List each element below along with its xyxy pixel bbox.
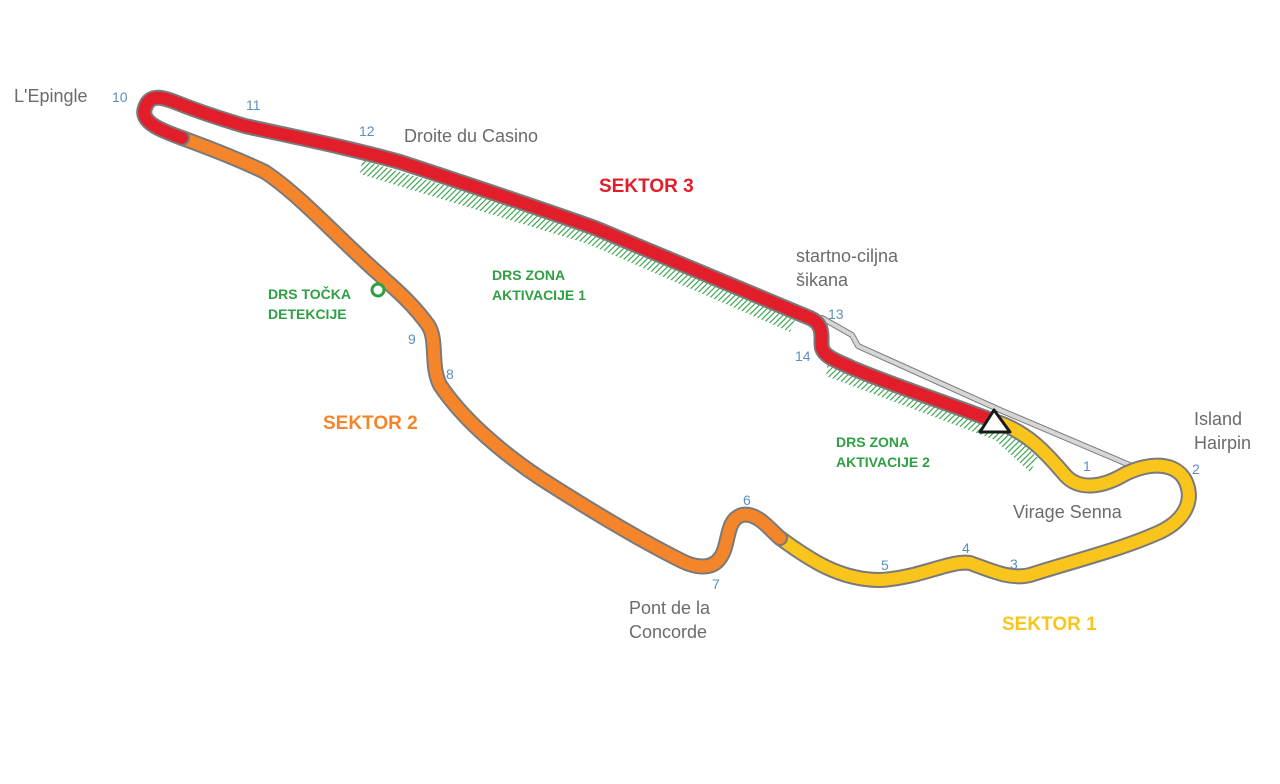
label-drs-detection-line2: DETEKCIJE xyxy=(268,306,347,322)
sector-3-track xyxy=(138,91,1000,427)
label-droite-casino: Droite du Casino xyxy=(404,126,538,146)
label-epingle: L'Epingle xyxy=(14,86,88,106)
label-pont-line2: Concorde xyxy=(629,622,707,642)
turn-number-2: 2 xyxy=(1192,461,1200,477)
drs-zone-2-strip xyxy=(826,360,1038,472)
label-drs-zone1-line1: DRS ZONA xyxy=(492,267,565,283)
turn-number-6: 6 xyxy=(743,492,751,508)
turn-number-5: 5 xyxy=(881,557,889,573)
turn-number-10: 10 xyxy=(112,89,128,105)
label-drs-zone2-line1: DRS ZONA xyxy=(836,434,909,450)
label-chicane-line2: šikana xyxy=(796,270,849,290)
turn-number-4: 4 xyxy=(962,540,970,556)
turn-number-9: 9 xyxy=(408,331,416,347)
label-island-line2: Hairpin xyxy=(1194,433,1251,453)
turn-number-13: 13 xyxy=(828,306,844,322)
label-sector-3: SEKTOR 3 xyxy=(599,176,694,197)
turn-number-3: 3 xyxy=(1010,556,1018,572)
label-sector-2: SEKTOR 2 xyxy=(323,413,418,434)
turn-number-7: 7 xyxy=(712,576,720,592)
turn-number-8: 8 xyxy=(446,366,454,382)
sector-2-track xyxy=(176,132,786,573)
label-island-line1: Island xyxy=(1194,409,1242,429)
turn-number-12: 12 xyxy=(359,123,375,139)
turn-number-11: 11 xyxy=(246,97,261,113)
turn-number-14: 14 xyxy=(795,348,811,364)
label-pont-line1: Pont de la xyxy=(629,598,711,618)
turn-number-1: 1 xyxy=(1083,458,1091,474)
label-drs-zone2-line2: AKTIVACIJE 2 xyxy=(836,454,930,470)
label-virage-senna: Virage Senna xyxy=(1013,502,1123,522)
drs-detection-point-icon xyxy=(370,282,386,298)
label-drs-zone1-line2: AKTIVACIJE 1 xyxy=(492,287,586,303)
sector-1-track xyxy=(774,415,1195,586)
label-drs-detection-line1: DRS TOČKA xyxy=(268,285,351,302)
start-finish-triangle-icon xyxy=(978,408,1012,434)
label-sector-1: SEKTOR 1 xyxy=(1002,614,1097,635)
label-chicane-line1: startno-ciljna xyxy=(796,246,899,266)
drs-zone-1-strip xyxy=(360,160,795,332)
